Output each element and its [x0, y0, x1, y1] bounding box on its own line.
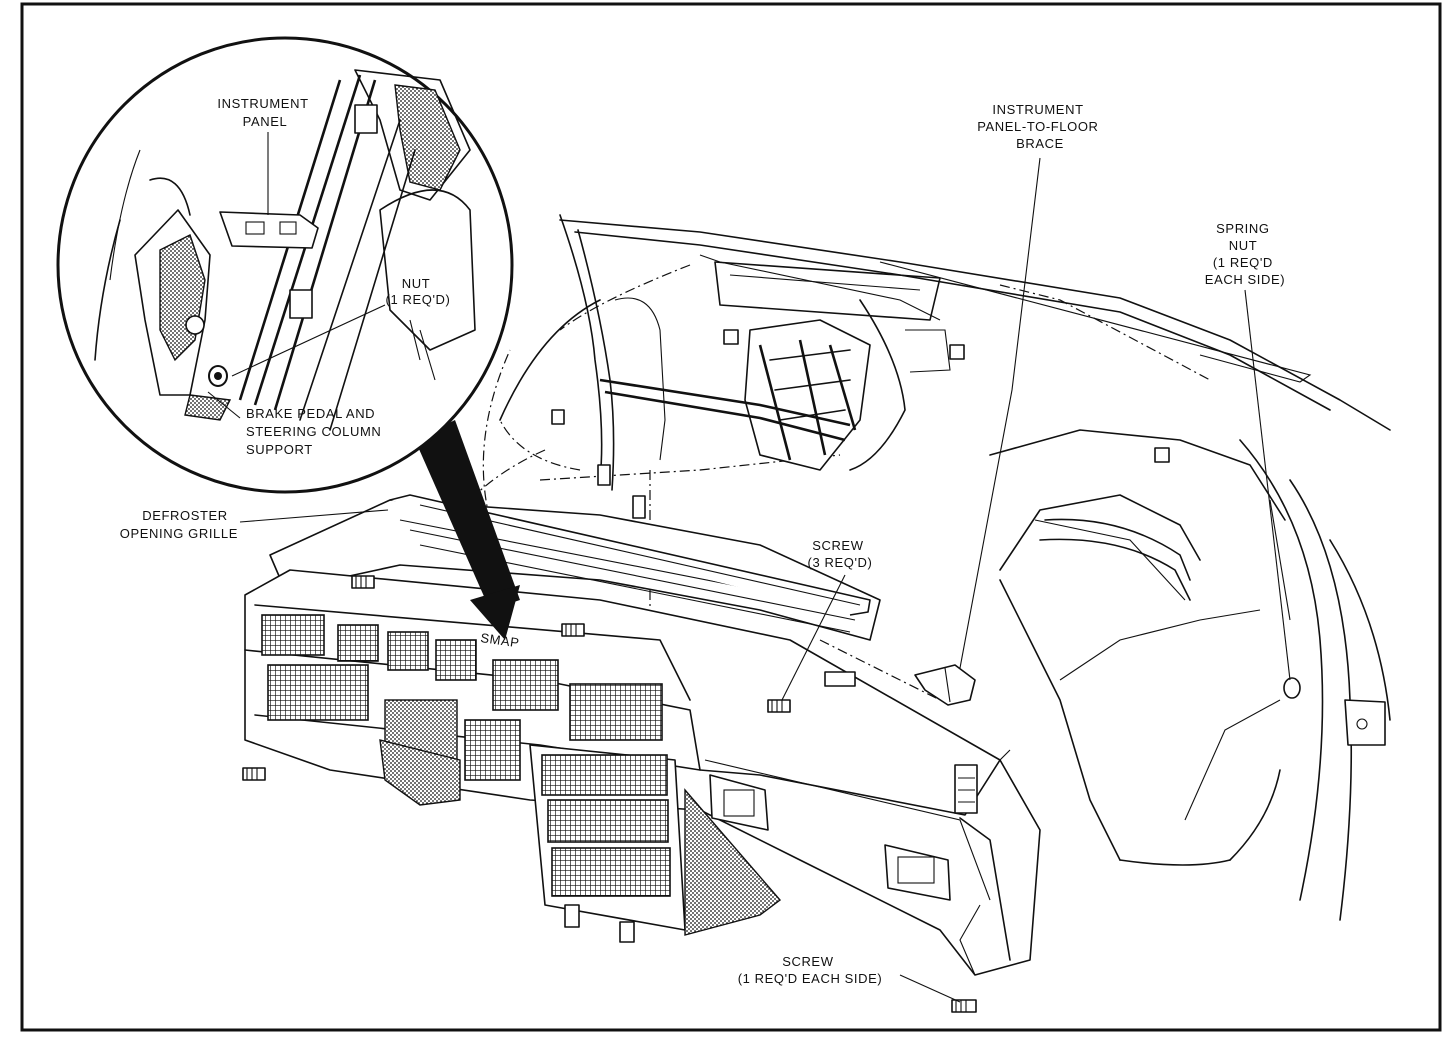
- clip-icon: [551, 409, 565, 425]
- label-instrument-panel: INSTRUMENT PANEL: [217, 96, 312, 129]
- label-defroster-grille: DEFROSTER OPENING GRILLE: [120, 508, 238, 541]
- label-screw-side: SCREW (1 REQ'D EACH SIDE): [738, 954, 883, 986]
- screw-icon: [242, 767, 266, 781]
- screw-icon: [351, 575, 375, 589]
- screw-icon: [951, 999, 977, 1013]
- label-screw-center: SCREW (3 REQ'D): [808, 538, 873, 570]
- vehicle-body-structure: [409, 214, 1391, 921]
- screw-icon: [619, 921, 635, 943]
- screw-icon: [564, 904, 580, 928]
- label-ip-floor-brace: INSTRUMENT PANEL-TO-FLOOR BRACE: [977, 102, 1103, 151]
- diagram-border: [20, 2, 1442, 1032]
- nut-icon: [208, 365, 228, 387]
- label-spring-nut: SPRING NUT (1 REQ'D EACH SIDE): [1205, 221, 1285, 287]
- detail-pointer-arrow: [415, 420, 520, 610]
- screw-icon: [767, 699, 791, 713]
- hardware-fasteners: [242, 409, 1301, 1013]
- panel-marking: SMAP: [480, 630, 521, 650]
- steering-column-bracket: [599, 319, 1170, 471]
- leader-lines: [207, 132, 1291, 1003]
- detail-inset: [56, 36, 520, 640]
- screw-icon: [561, 623, 585, 637]
- clip-icon: [597, 464, 611, 486]
- instrument-panel-assembly: SMAP: [244, 494, 1041, 976]
- screw-icon: [632, 495, 646, 519]
- label-nut: NUT (1 REQ'D): [386, 276, 451, 307]
- floor-brace-icon: [914, 664, 976, 706]
- label-brake-pedal-support: BRAKE PEDAL AND STEERING COLUMN SUPPORT: [246, 406, 386, 457]
- spring-nut-icon: [1283, 677, 1301, 699]
